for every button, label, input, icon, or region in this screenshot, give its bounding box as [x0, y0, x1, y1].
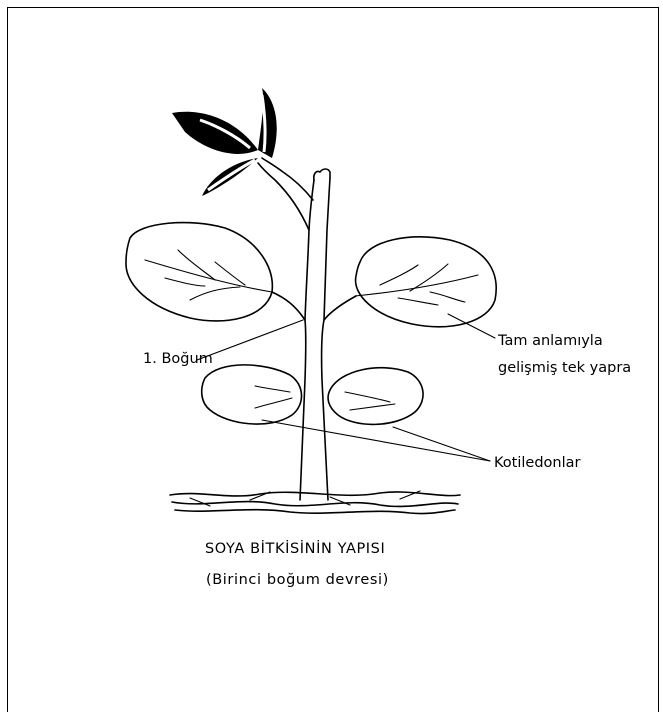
- caption-title: SOYA BİTKİSİNİN YAPISI: [205, 539, 385, 557]
- trifoliate-label-line1: Tam anlamıyla: [497, 333, 603, 349]
- node-label: 1. Boğum: [143, 351, 213, 367]
- caption-subtitle: (Birinci boğum devresi): [206, 572, 389, 588]
- left-unifoliate-leaf: [126, 223, 305, 321]
- soil-line: [170, 491, 460, 514]
- main-stem: [300, 169, 330, 500]
- right-unifoliate-leaf: [324, 237, 496, 327]
- trifoliate-leaf: [172, 88, 277, 196]
- left-cotyledon: [202, 365, 302, 424]
- right-cotyledon: [328, 368, 423, 425]
- cotyledons-label: Kotiledonlar: [494, 455, 581, 471]
- leader-lines: [197, 314, 495, 461]
- petiole-trifoliate: [258, 158, 313, 230]
- trifoliate-label-line2: gelişmiş tek yapra: [498, 360, 631, 376]
